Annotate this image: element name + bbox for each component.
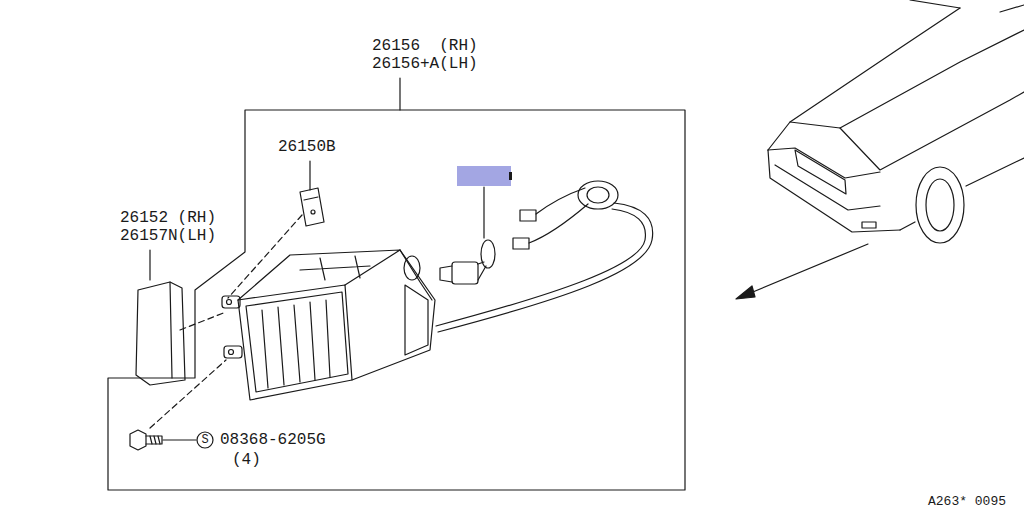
- bolt-part: [150, 436, 160, 444]
- view-arrow: [748, 244, 868, 294]
- vehicle-sketch: [775, 165, 880, 210]
- wire-harness: [436, 181, 653, 332]
- vehicle-sketch: [768, 8, 960, 150]
- leader-line: [149, 250, 150, 280]
- vehicle-sketch: [768, 148, 880, 178]
- vehicle-sketch: [862, 222, 876, 228]
- wire-harness: [438, 203, 653, 332]
- wire-harness: [536, 188, 585, 214]
- leader-line: [150, 78, 484, 440]
- clip-part: [300, 188, 324, 226]
- fog-lamp: [246, 292, 348, 392]
- part-number: 26157N(LH): [120, 227, 216, 246]
- vehicle-sketch: [840, 92, 1024, 170]
- bulb-socket: [513, 238, 529, 249]
- vehicle-sketch: [768, 150, 900, 232]
- bulb-socket: [440, 266, 452, 282]
- alignment-line: [150, 360, 226, 428]
- standard-part-mark: S: [198, 433, 212, 447]
- part-number: 26150B: [278, 138, 336, 157]
- wire-harness: [529, 204, 588, 243]
- part-number: 26156 (RH): [372, 37, 478, 56]
- leader-line: [483, 187, 484, 238]
- assembly-frame: [108, 110, 685, 490]
- fog-lamp: [238, 250, 400, 300]
- fog-lamp: [229, 350, 234, 355]
- vehicle-sketch: [910, 0, 1024, 12]
- leader-line: [163, 439, 196, 440]
- clip-part: [304, 197, 318, 200]
- bolt-part: [146, 436, 162, 444]
- fog-lamp: [222, 296, 240, 308]
- vehicle-sketch: [768, 0, 1024, 243]
- alignment-line: [180, 312, 226, 330]
- bulb-socket: [478, 262, 486, 280]
- view-arrow: [736, 244, 868, 299]
- view-arrow: [736, 286, 755, 299]
- assembly-frame: [108, 110, 685, 490]
- quantity: (4): [232, 451, 261, 470]
- bolt-part: [130, 430, 146, 450]
- fog-lamp: [300, 256, 370, 280]
- leader-line: [399, 78, 400, 110]
- fog-lamp: [227, 300, 232, 305]
- cover-part: [136, 282, 185, 385]
- bolt-part: [197, 432, 213, 448]
- part-number: 26156+A(LH): [372, 55, 478, 74]
- leader-line: [309, 161, 310, 190]
- part-number-box: [457, 166, 511, 186]
- fog-lamp: [238, 285, 352, 400]
- part-number: 08368-6205G: [220, 431, 326, 450]
- alignment-line: [228, 215, 302, 298]
- part-number-box: [509, 172, 512, 180]
- cover-part: [170, 282, 172, 378]
- part-number: 26152 (RH): [120, 209, 216, 228]
- vehicle-sketch: [790, 30, 1024, 128]
- fog-lamp: [405, 285, 428, 355]
- fog-lamp: [404, 256, 420, 280]
- vehicle-sketch: [900, 158, 1024, 230]
- wire-harness: [578, 181, 618, 209]
- wire-harness: [436, 209, 645, 326]
- vehicle-sketch: [795, 150, 846, 194]
- wire-harness: [587, 187, 609, 203]
- vehicle-sketch: [916, 167, 964, 243]
- figure-code: A263* 0095: [928, 494, 1006, 509]
- fog-lamp: [262, 300, 330, 388]
- bulb-socket: [481, 240, 495, 268]
- clip-part: [311, 210, 315, 214]
- clip-part: [300, 188, 324, 226]
- fog-lamp: [352, 250, 435, 380]
- bulb-socket: [440, 210, 536, 284]
- cover-part: [136, 282, 185, 385]
- vehicle-sketch: [926, 179, 954, 231]
- bulb-socket: [520, 210, 536, 221]
- bulb-socket: [452, 262, 478, 284]
- part-number-box: [457, 166, 512, 186]
- fog-lamp: [222, 250, 435, 400]
- bolt-part: [130, 430, 213, 450]
- fog-lamp: [224, 346, 242, 358]
